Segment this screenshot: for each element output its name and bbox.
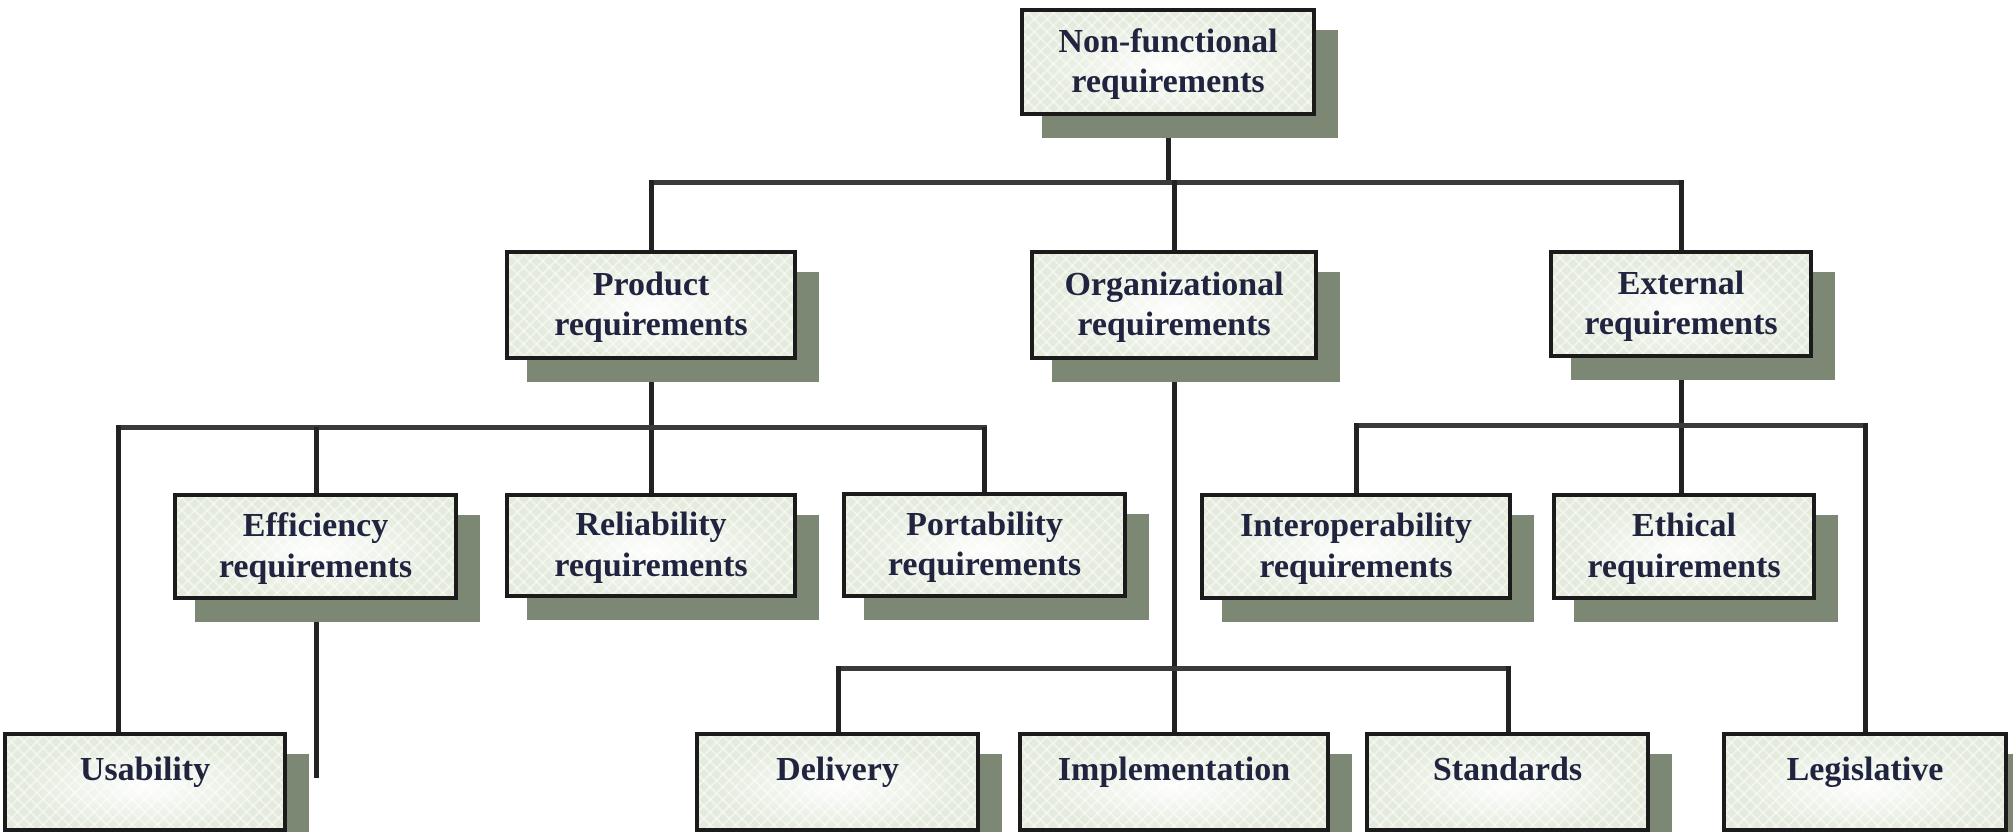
connector-external-horizontal (1356, 423, 1868, 428)
node-label-line1: Portability (906, 505, 1063, 543)
connector-external-rise (1679, 180, 1684, 250)
connector-interoperability-rise (1354, 423, 1359, 493)
connector-organizational-drop (1172, 360, 1177, 732)
node-portability-requirements: Portability requirements (842, 492, 1127, 598)
node-label-line1: Standards (1432, 751, 1583, 788)
node-label-line2: requirements (1584, 305, 1778, 342)
connector-usability-drop (116, 425, 121, 732)
connector-efficiency-rise (314, 427, 319, 493)
connector-delivery-rise (836, 666, 841, 732)
node-label-line1: Ethical (1632, 507, 1736, 545)
node-label-line2: requirements (1071, 63, 1265, 100)
connector-standards-rise (1506, 666, 1511, 732)
connector-legislative-drop (1863, 423, 1868, 732)
node-interoperability-requirements: Interoperability requirements (1200, 493, 1512, 600)
node-label-line1: External (1617, 264, 1745, 302)
node-reliability-requirements: Reliability requirements (505, 493, 797, 598)
node-label-line1: Interoperability (1240, 507, 1472, 545)
node-standards-requirements: Standards (1365, 732, 1650, 832)
node-organizational-requirements: Organizational requirements (1030, 250, 1318, 360)
node-label-line2: requirements (887, 546, 1082, 583)
connector-level1-horizontal (649, 180, 1684, 185)
node-implementation-requirements: Implementation (1018, 732, 1330, 832)
connector-product-horizontal (116, 425, 987, 430)
node-label-line1: Product (592, 265, 710, 303)
connector-organizational-rise (1172, 180, 1177, 252)
node-label-line2: requirements (1077, 306, 1271, 343)
node-label-line1: Efficiency (242, 507, 389, 545)
node-label-line1: Non-functional (1058, 22, 1278, 60)
node-label-line1: Reliability (575, 506, 727, 544)
node-usability-requirements: Usability (3, 732, 287, 832)
node-label-line2: requirements (1259, 547, 1453, 585)
node-external-requirements: External requirements (1549, 250, 1813, 358)
diagram-canvas: Non-functional requirements Product requ… (3, 8, 2008, 832)
node-label-line1: Organizational (1064, 265, 1284, 303)
node-label-line2: requirements (554, 546, 748, 584)
node-label-line2: requirements (218, 547, 413, 585)
node-non-functional-requirements: Non-functional requirements (1020, 8, 1316, 116)
connector-portability-rise (982, 427, 987, 493)
connector-product-rise (649, 180, 654, 250)
node-product-requirements: Product requirements (505, 250, 797, 360)
node-label-line2: requirements (1587, 547, 1781, 585)
node-ethical-requirements: Ethical requirements (1552, 493, 1816, 600)
node-label-line1: Legislative (1786, 751, 1944, 788)
connector-efficiency-drop (314, 600, 319, 778)
connector-root-drop (1166, 116, 1171, 182)
node-delivery-requirements: Delivery (695, 732, 980, 832)
node-efficiency-requirements: Efficiency requirements (173, 493, 458, 600)
node-label-line1: Delivery (776, 751, 899, 788)
node-label-line1: Implementation (1057, 751, 1291, 788)
node-label-line1: Usability (79, 751, 211, 788)
connector-organizational-horizontal (836, 666, 1511, 671)
node-legislative-requirements: Legislative (1722, 732, 2008, 832)
node-label-line2: requirements (554, 306, 748, 343)
